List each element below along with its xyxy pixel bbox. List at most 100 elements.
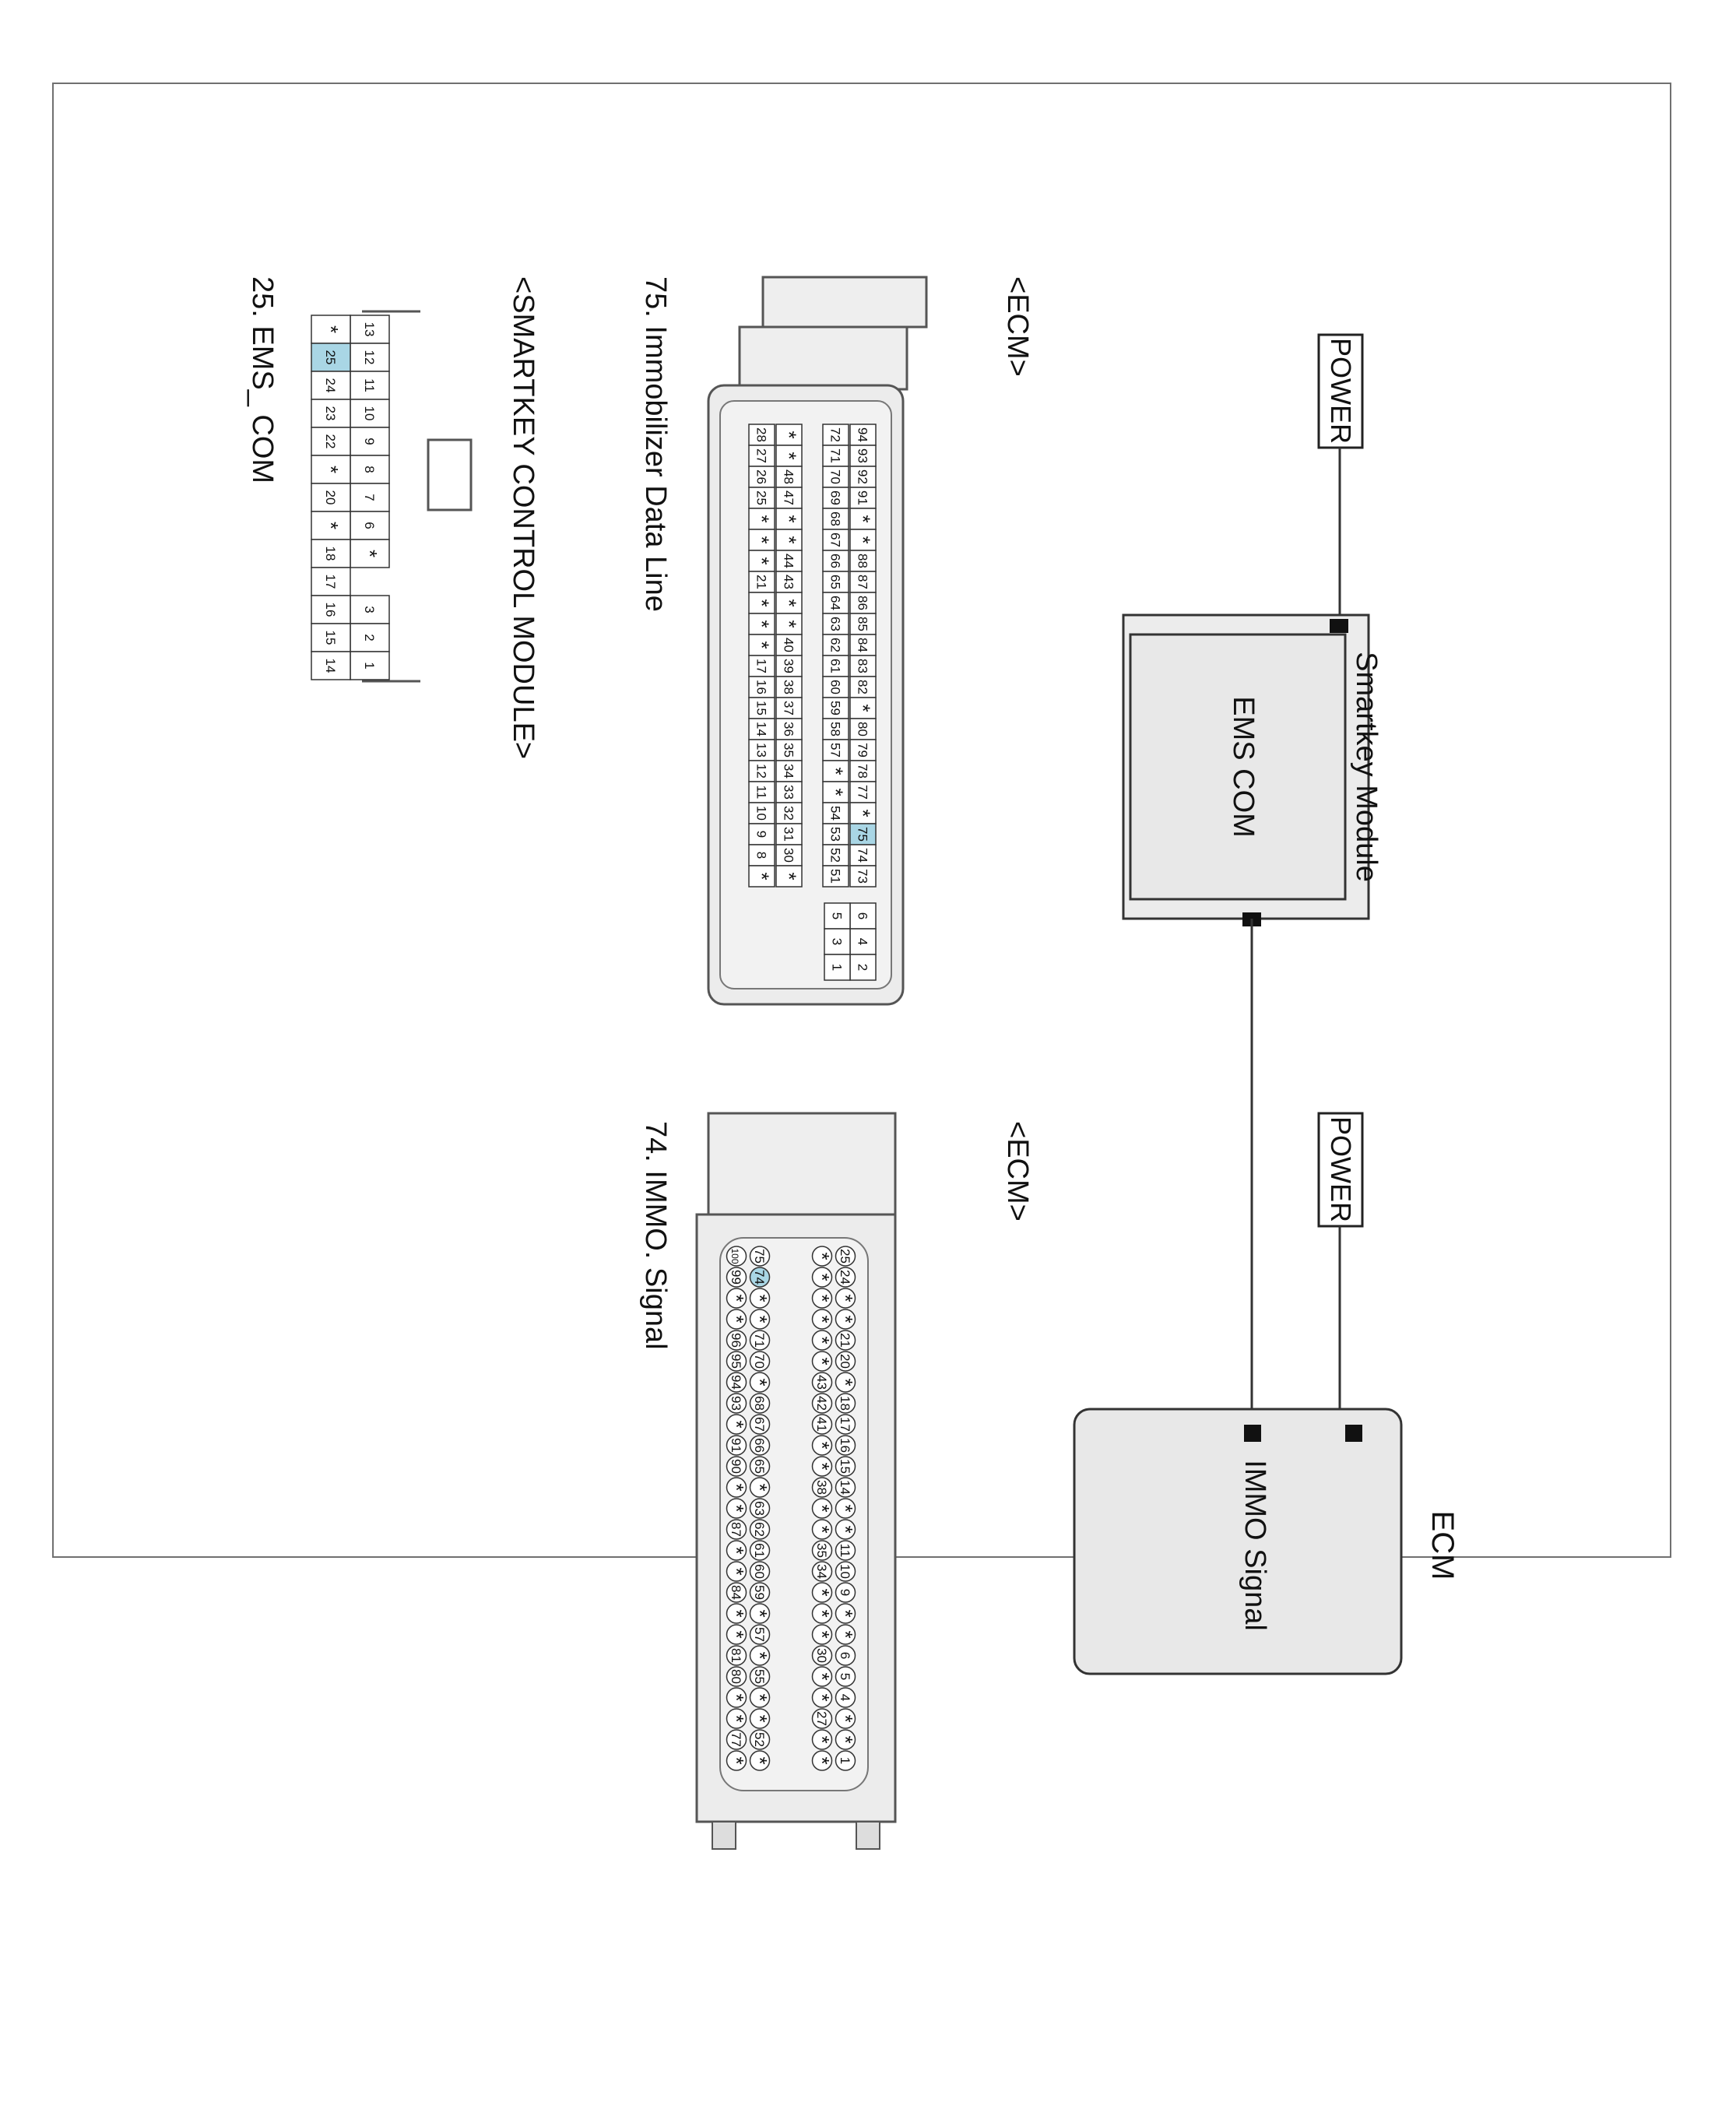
- ecm-bottom-pin: 66: [749, 1435, 771, 1456]
- ecm-top-pin-label: *: [750, 536, 774, 543]
- ecm-bottom-pin: 90: [726, 1456, 747, 1477]
- ecm-bottom-pin-label: *: [810, 1672, 834, 1680]
- smartkey-pin: 20: [311, 483, 351, 512]
- ecm-bottom-pin-label: 71: [752, 1333, 767, 1348]
- ecm-top-pin: 59: [822, 697, 849, 719]
- ecm-bottom-pin: *: [810, 1330, 834, 1351]
- ecm-bottom-pin-label: 63: [752, 1501, 767, 1516]
- ecm-top-pin-label: 36: [782, 722, 796, 736]
- ecm-bottom-pin: 34: [811, 1561, 833, 1582]
- ecm-bottom-pin-label: 1: [838, 1757, 852, 1764]
- ecm-bottom-pin-label: 70: [752, 1354, 767, 1369]
- ecm-bottom-pin-label: 87: [729, 1522, 743, 1537]
- ecm-top-pin: *: [849, 697, 877, 719]
- ecm-bottom-pin-label: *: [834, 1735, 857, 1743]
- ecm-bottom-pin: *: [810, 1267, 834, 1288]
- ecm-top-pin: *: [775, 424, 803, 446]
- ecm-bottom-pin-label: 30: [814, 1648, 829, 1663]
- ecm-top-pin: 44: [775, 550, 803, 572]
- ecm-top-pin: 73: [849, 865, 877, 888]
- ecm-bottom-pin: 65: [749, 1456, 771, 1477]
- ecm-top-pin: 43: [775, 571, 803, 593]
- ecm-top-pin: 71: [822, 445, 849, 467]
- ecm-top-pin: 70: [822, 466, 849, 488]
- ecm-bottom-pin-label: 68: [752, 1396, 767, 1411]
- ecm-top-pin-label: *: [778, 620, 801, 627]
- ecm-bottom-pin: 81: [726, 1645, 747, 1666]
- ecm-top-pin: 16: [748, 676, 775, 698]
- ecm-top-pin: 37: [775, 697, 803, 719]
- ecm-top-pin-label: 53: [828, 827, 843, 842]
- ecm-top-pin-label: 58: [828, 722, 843, 736]
- ecm-bottom-pin-label: 77: [729, 1732, 743, 1747]
- ecm-title: ECM: [1425, 1511, 1460, 1580]
- ecm-bottom-pin: 84: [726, 1582, 747, 1603]
- ecm-bottom-pin: 42: [811, 1393, 833, 1414]
- ecm-bottom-pin: 87: [726, 1519, 747, 1540]
- ecm-top-pin-label: 44: [782, 554, 796, 568]
- ecm-top-pin: 17: [748, 655, 775, 677]
- ecm-bottom-pin: 71: [749, 1330, 771, 1351]
- ecm-bottom-pin-label: 14: [838, 1480, 852, 1495]
- ecm-top-pin-label: 86: [856, 596, 870, 610]
- ecm-bottom-pin: *: [725, 1498, 748, 1519]
- ecm-bottom-pin-label: 11: [838, 1544, 852, 1558]
- ecm-top-pin-label: 66: [828, 554, 843, 568]
- power-label-bottom: POWER: [1317, 1112, 1364, 1228]
- ecm-bottom-pin: *: [748, 1477, 771, 1498]
- ecm-bottom-pin-label: *: [725, 1546, 748, 1554]
- ecm-bottom-pin-label: 65: [752, 1459, 767, 1474]
- ecm-pin: IMMO Signal: [1239, 1460, 1271, 1631]
- smartkey-pin-label: 15: [323, 631, 338, 645]
- ecm-bottom-pin-label: 60: [752, 1564, 767, 1579]
- ecm-top-pin-label: *: [852, 809, 875, 817]
- ecm-top-pin-label: 16: [754, 680, 769, 694]
- ecm-top-pin: *: [775, 508, 803, 530]
- ecm-top-pin-label: 80: [856, 722, 870, 736]
- smartkey-pin-label: 20: [323, 490, 338, 505]
- ecm-top-pin: 68: [822, 508, 849, 530]
- ecm-top-pin: *: [775, 529, 803, 551]
- ecm-bottom-pin-label: 66: [752, 1438, 767, 1453]
- ecm-bottom-pin-label: 24: [838, 1270, 852, 1285]
- ecm-top-pin: 65: [822, 571, 849, 593]
- ecm-top-pin-label: 64: [828, 596, 843, 610]
- ecm-bottom-pin: *: [810, 1309, 834, 1330]
- ecm-top-title: <ECM>: [1001, 276, 1034, 377]
- ecm-top-pin-label: 61: [828, 659, 843, 673]
- ecm-top-pin-label: 60: [828, 680, 843, 694]
- ecm-bottom-pin: 16: [835, 1435, 856, 1456]
- ecm-top-pin-label: 51: [828, 869, 843, 884]
- ecm-bottom-pin-label: 17: [838, 1417, 852, 1432]
- ecm-bottom-pin-label: 99: [729, 1270, 743, 1285]
- smartkey-pin-label: 10: [362, 406, 377, 421]
- ecm-top-pin: 57: [822, 739, 849, 761]
- ecm-bottom-pin-label: *: [748, 1756, 771, 1764]
- ecm-bottom-pin: *: [725, 1309, 748, 1330]
- ecm-top-pin: *: [775, 865, 803, 888]
- ecm-top-pin: *: [849, 529, 877, 551]
- ecm-top-pin-label: 30: [782, 848, 796, 863]
- ecm-top-pin-label: *: [750, 620, 774, 627]
- ecm-top-pin-label: 67: [828, 533, 843, 547]
- ecm-top-aux-pin: 3: [824, 928, 851, 955]
- ecm-top-aux-pin: 5: [824, 902, 851, 930]
- ecm-top-pin: *: [849, 508, 877, 530]
- ecm-top-pin: 77: [849, 781, 877, 803]
- ecm-bottom-pin: *: [748, 1288, 771, 1309]
- ecm-bottom-pin: *: [725, 1708, 748, 1729]
- ecm-top-pin: 26: [748, 466, 775, 488]
- ecm-top-pin-label: 77: [856, 785, 870, 800]
- ecm-top-pin-label: *: [852, 704, 875, 712]
- ecm-bottom-pin-label: 84: [729, 1585, 743, 1600]
- ecm-bottom-pin-label: *: [748, 1693, 771, 1701]
- smartkey-pin: 17: [311, 567, 351, 596]
- ecm-top-pin: 8: [748, 844, 775, 866]
- ecm-bottom-pin: *: [834, 1708, 857, 1729]
- ecm-top-pin-label: 73: [856, 869, 870, 884]
- ecm-top-pin: 48: [775, 466, 803, 488]
- smartkey-pin-label: 1: [362, 662, 377, 669]
- ecm-bottom-pin: 27: [811, 1708, 833, 1729]
